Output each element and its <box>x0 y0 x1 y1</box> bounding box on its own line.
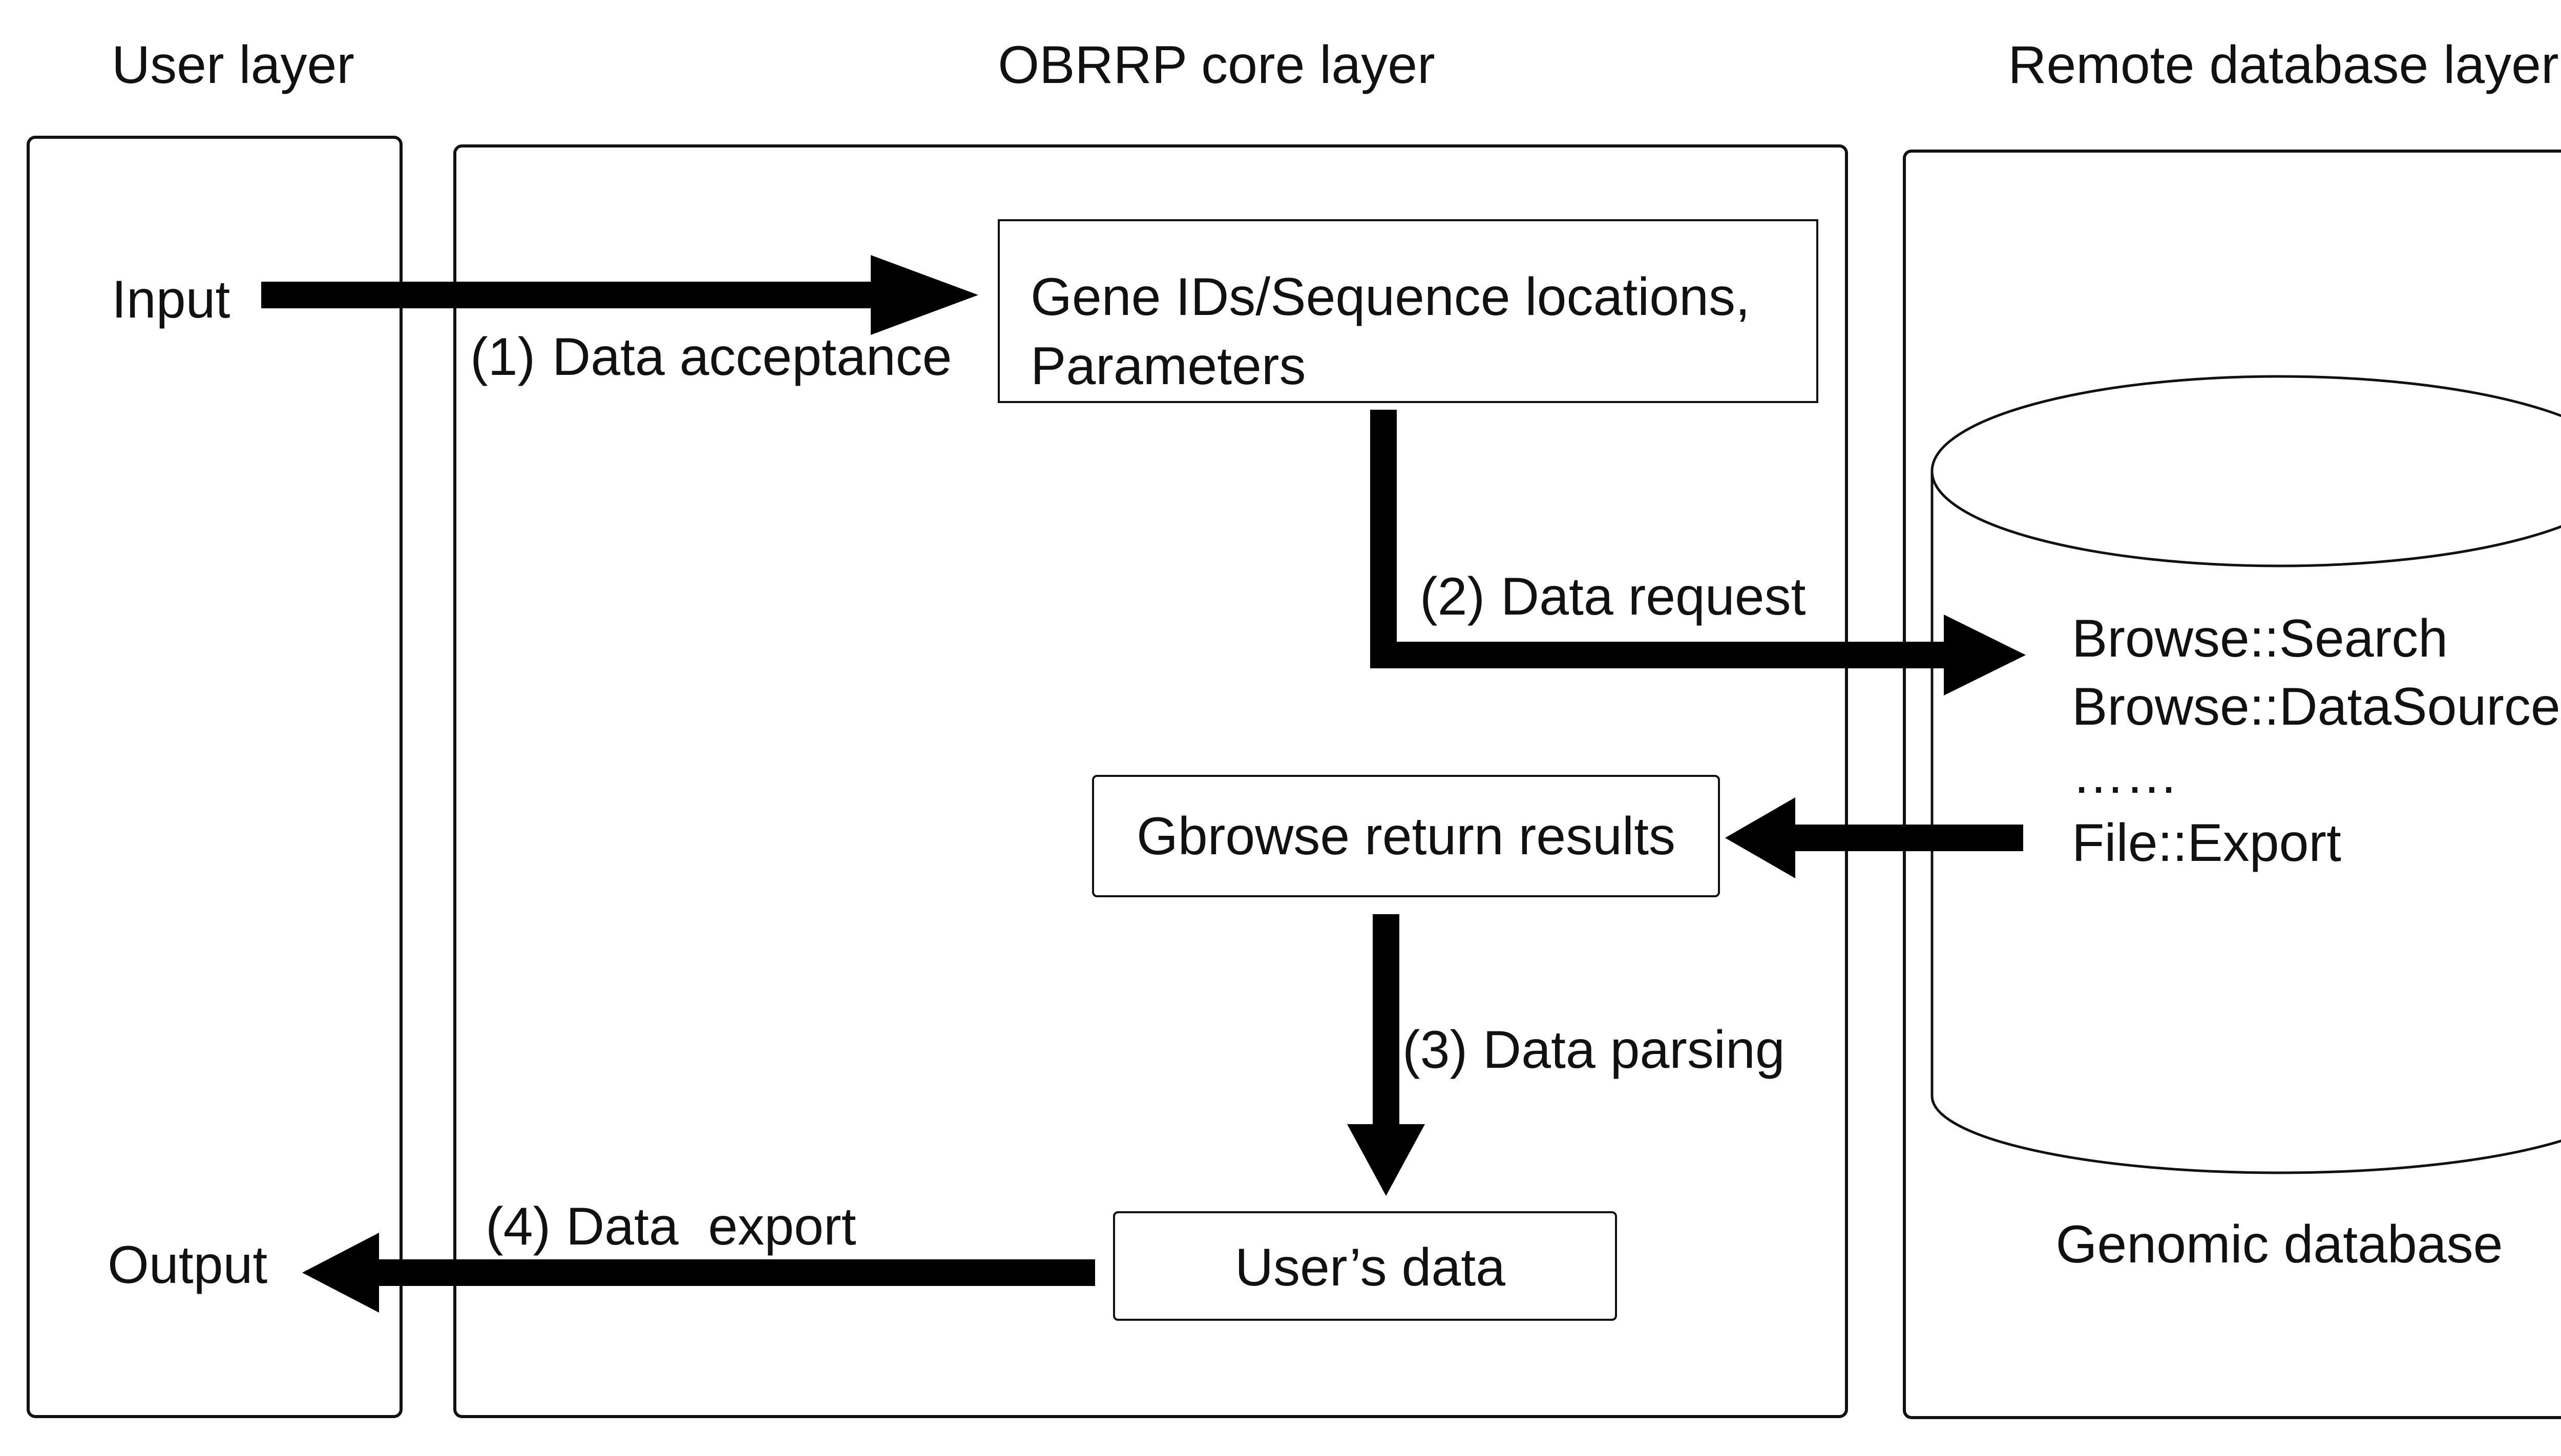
arrow-data-acceptance <box>261 255 978 335</box>
step2-label: Data request <box>1501 567 1806 626</box>
step4-label: Data export <box>566 1197 856 1256</box>
arrow-database-return <box>1725 797 2023 878</box>
users-data-box <box>1113 1211 1617 1321</box>
database-cylinder-top <box>1930 375 2561 567</box>
step3-label: Data parsing <box>1483 1020 1785 1080</box>
genomic-database-caption: Genomic database <box>2056 1215 2503 1274</box>
db-method-browse-search: Browse::Search <box>2072 609 2448 668</box>
user-layer-panel <box>27 136 403 1418</box>
step1-label: Data acceptance <box>552 327 952 387</box>
db-method-file-export: File::Export <box>2072 813 2341 873</box>
arrow-data-request <box>1370 410 2026 695</box>
gbrowse-results-box <box>1092 775 1720 897</box>
remote-layer-title: Remote database layer <box>2008 35 2558 95</box>
arrow-data-export <box>302 1233 1095 1313</box>
parameters-box-line1: Gene IDs/Sequence locations, <box>1031 267 1750 327</box>
users-data-label: User’s data <box>1235 1238 1505 1297</box>
db-method-browse-datasource: Browse::DataSource <box>2072 677 2560 736</box>
user-layer-title: User layer <box>112 35 354 95</box>
parameters-box <box>998 219 1818 403</box>
core-layer-title: OBRRP core layer <box>998 35 1435 95</box>
parameters-box-line2: Parameters <box>1031 336 1306 396</box>
db-method-ellipsis: …… <box>2072 745 2178 805</box>
step3-number: (3) <box>1402 1020 1467 1080</box>
step4-number: (4) <box>486 1197 551 1256</box>
core-layer-panel <box>453 144 1848 1418</box>
arrow-data-parsing <box>1347 914 1425 1196</box>
output-label: Output <box>108 1235 267 1295</box>
remote-layer-panel <box>1903 150 2561 1419</box>
gbrowse-results-label: Gbrowse return results <box>1137 807 1675 866</box>
genomic-database-cylinder <box>1930 375 2561 1174</box>
step2-number: (2) <box>1420 567 1485 626</box>
database-cylinder-body <box>1930 471 2561 1174</box>
step1-number: (1) <box>470 327 535 387</box>
input-label: Input <box>112 270 230 329</box>
